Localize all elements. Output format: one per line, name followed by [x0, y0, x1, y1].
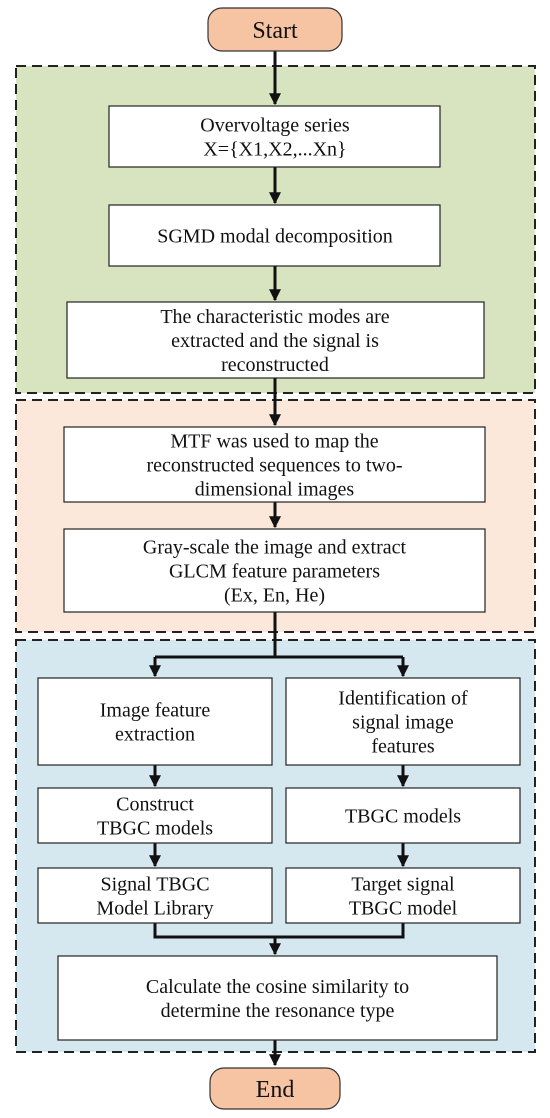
- sgmd-decomposition-box: [108, 204, 441, 267]
- start-label: Start: [252, 18, 298, 44]
- box-text-line: reconstructed: [221, 354, 329, 376]
- cosine-similarity-text: Calculate the cosine similarity todeterm…: [146, 976, 409, 1022]
- box-text-line: Calculate the cosine similarity to: [146, 976, 409, 998]
- end-label: End: [256, 1077, 295, 1103]
- box-text-line: signal image: [352, 712, 454, 734]
- construct-tbgc-box: [37, 787, 273, 844]
- box-text-line: Image feature: [100, 700, 211, 722]
- box-text-line: determine the resonance type: [161, 1000, 395, 1022]
- end-terminal: End: [209, 1067, 341, 1110]
- start-terminal: Start: [207, 7, 343, 52]
- tbgc-models-box: [285, 787, 521, 844]
- box-text-line: X={X1,X2,...Xn}: [203, 139, 346, 161]
- box-text-line: TBGC models: [97, 818, 213, 840]
- glcm-feature-box: [63, 528, 486, 613]
- box-text-line: Identification of: [338, 688, 468, 710]
- box-text-line: Model Library: [96, 898, 213, 920]
- box-text-line: Construct: [116, 794, 194, 816]
- box-text-line: reconstructed sequences to two-: [146, 455, 402, 477]
- target-model-box: [285, 867, 521, 924]
- sgmd-decomposition-text: SGMD modal decomposition: [157, 226, 393, 248]
- box-text-line: GLCM feature parameters: [169, 561, 380, 583]
- box-text-line: extracted and the signal is: [171, 330, 379, 352]
- box-text-line: MTF was used to map the: [170, 431, 378, 453]
- box-text-line: features: [371, 736, 435, 758]
- box-text-line: TBGC model: [349, 898, 458, 920]
- box-text-line: SGMD modal decomposition: [157, 226, 393, 248]
- model-library-box: [37, 867, 273, 924]
- overvoltage-series-box: [108, 105, 441, 168]
- tbgc-models-text: TBGC models: [345, 806, 461, 828]
- connectors: [149, 51, 409, 1067]
- box-text-line: The characteristic modes are: [160, 306, 389, 328]
- box-text-line: (Ex, En, He): [224, 585, 325, 607]
- box-text-line: extraction: [115, 724, 195, 746]
- mtf-mapping-box: [63, 426, 486, 503]
- box-text-line: Overvoltage series: [200, 115, 350, 137]
- box-text-line: dimensional images: [195, 479, 355, 501]
- line-merge: [153, 923, 405, 939]
- characteristic-modes-box: [66, 301, 485, 379]
- identification-box: [285, 677, 521, 766]
- cosine-similarity-box: [57, 955, 498, 1041]
- box-text-line: Gray-scale the image and extract: [143, 537, 407, 559]
- box-text-line: Signal TBGC: [100, 874, 209, 896]
- box-text-line: TBGC models: [345, 806, 461, 828]
- box-text-line: Target signal: [351, 874, 455, 896]
- image-feature-extraction-box: [37, 677, 273, 766]
